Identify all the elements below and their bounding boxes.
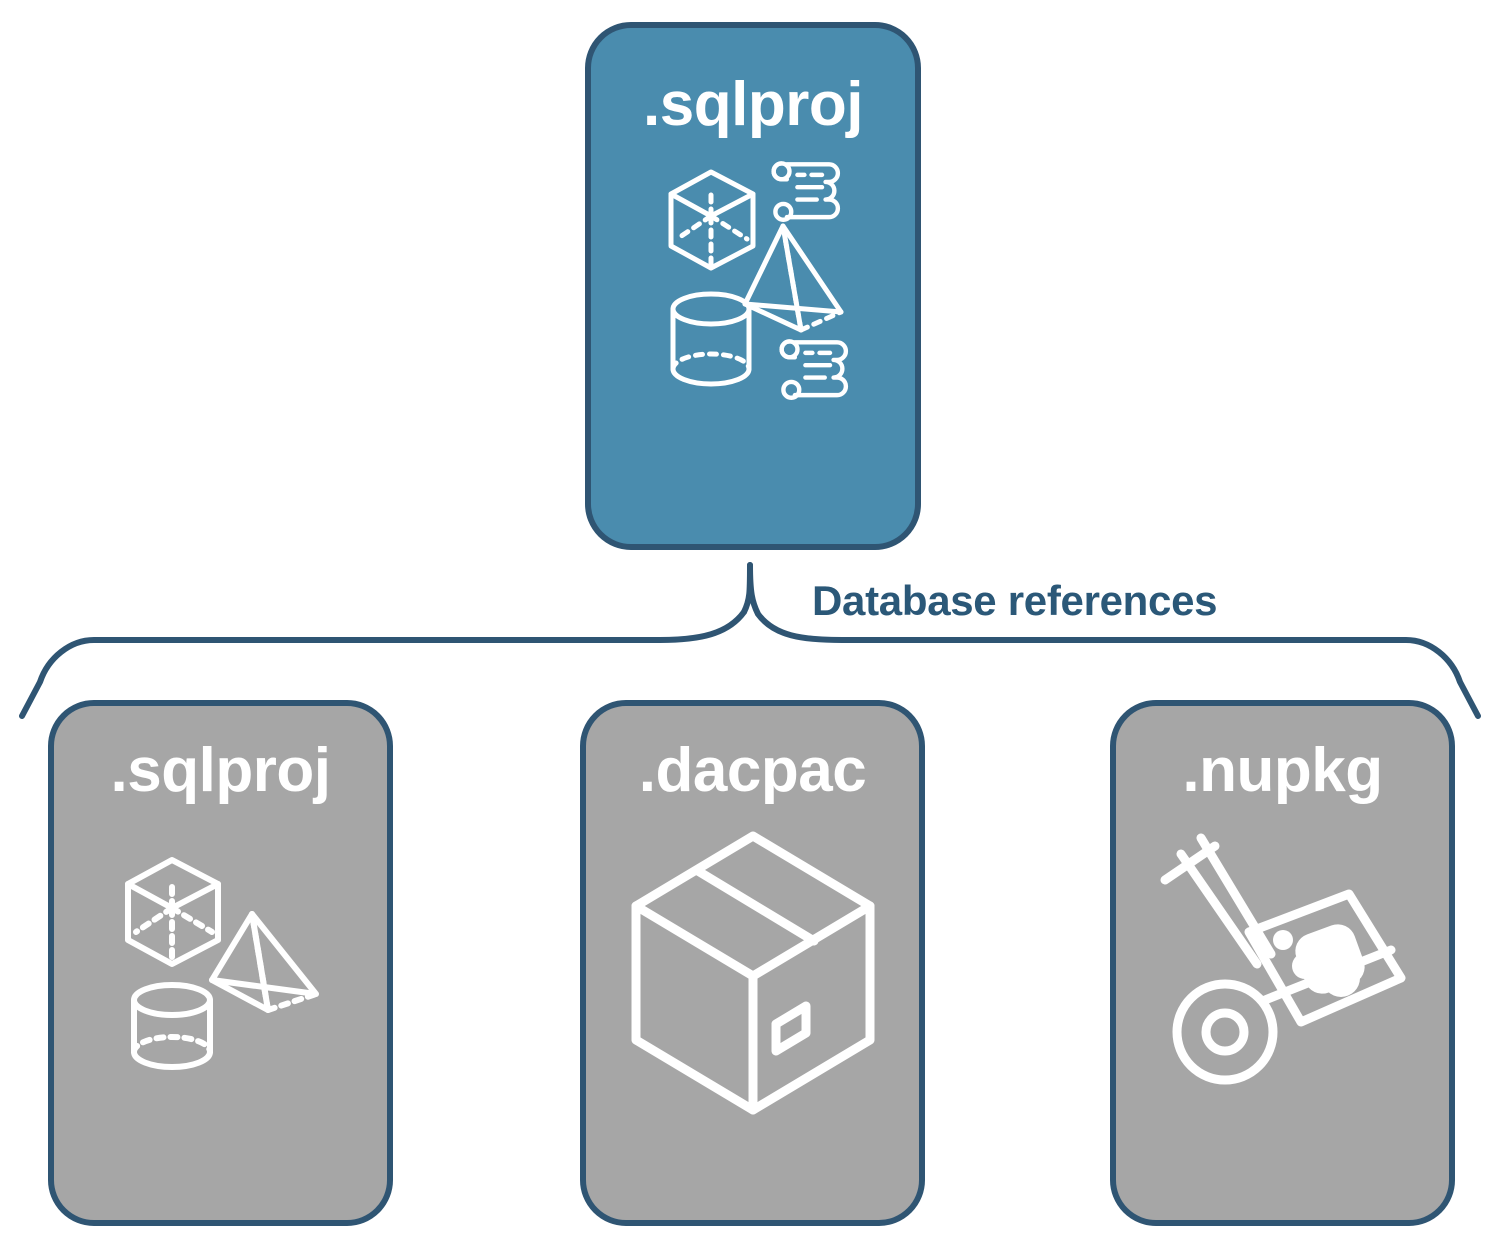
node-root-label: .sqlproj — [643, 70, 863, 139]
pyramid-shape — [208, 911, 319, 1013]
hand-truck-nuget-icon — [1160, 833, 1405, 1085]
nuget-logo — [1272, 924, 1365, 997]
node-root-sqlproj[interactable]: .sqlproj — [585, 22, 921, 550]
cube-shape — [124, 857, 221, 967]
pyramid-shape — [742, 223, 844, 333]
scroll-icon-top — [771, 161, 841, 222]
truck-shaft — [1196, 833, 1275, 959]
package-box-icon — [631, 831, 874, 1115]
node-reference-sqlproj[interactable]: .sqlproj — [48, 700, 393, 1226]
node-sqlproj-label: .sqlproj — [110, 736, 331, 805]
scroll-icon-bottom — [779, 339, 849, 400]
node-reference-nupkg[interactable]: .nupkg — [1110, 700, 1455, 1226]
cylinder-shape — [130, 982, 213, 1070]
cylinder-shape — [670, 291, 752, 387]
brace-label-database-references: Database references — [812, 577, 1218, 624]
cube-shape — [668, 169, 756, 271]
database-objects-icon — [124, 857, 319, 1070]
database-objects-icon — [668, 161, 849, 400]
node-reference-dacpac[interactable]: .dacpac — [580, 700, 925, 1226]
nuget-box — [1244, 889, 1405, 1027]
truck-rail — [1176, 849, 1261, 969]
node-dacpac-label: .dacpac — [638, 736, 867, 805]
node-nupkg-label: .nupkg — [1182, 736, 1383, 805]
wheel — [1172, 979, 1277, 1085]
